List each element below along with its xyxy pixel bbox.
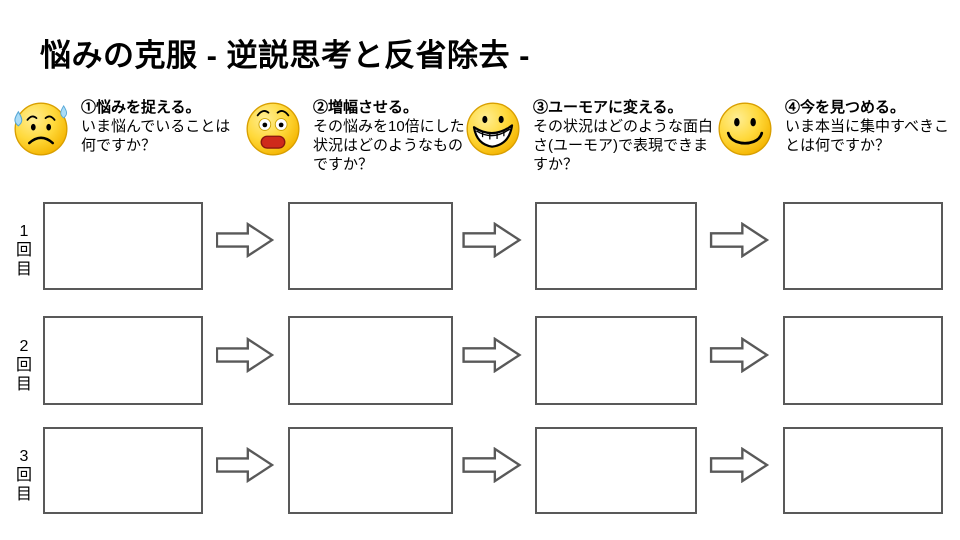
- worksheet-cell[interactable]: [783, 316, 943, 405]
- step-heading: ③ユーモアに変える。: [533, 99, 683, 116]
- step-header-1: ①悩みを捉える。 いま悩んでいることは何ですか？: [12, 98, 239, 158]
- step-body: いま本当に集中すべきことは何ですか？: [785, 118, 949, 154]
- step-heading: ④今を見つめる。: [785, 99, 906, 116]
- right-arrow-icon: [709, 447, 770, 483]
- right-arrow-icon: [709, 222, 770, 258]
- grinning-face-emoji-icon: [466, 102, 520, 156]
- worksheet-cell[interactable]: [288, 202, 453, 290]
- step-header-4: ④今を見つめる。 いま本当に集中すべきことは何ですか？: [716, 98, 959, 158]
- row-label-3: 3回目: [15, 448, 32, 503]
- worksheet-cell[interactable]: [783, 427, 943, 514]
- worried-face-sweat-emoji-icon: [14, 102, 68, 156]
- worksheet-cell[interactable]: [43, 202, 203, 290]
- worksheet-cell[interactable]: [535, 316, 697, 405]
- step-body: いま悩んでいることは何ですか？: [81, 118, 231, 154]
- right-arrow-icon: [462, 447, 522, 483]
- row-label-1: 1回目: [15, 223, 32, 278]
- page-title: 悩みの克服 - 逆説思考と反省除去 -: [40, 38, 530, 73]
- astonished-face-emoji-icon: [246, 102, 300, 156]
- worksheet-cell[interactable]: [535, 427, 697, 514]
- worksheet-cell[interactable]: [43, 427, 203, 514]
- smiling-face-emoji-icon: [718, 102, 772, 156]
- step-body: その悩みを10倍にした状況はどのようなものですか？: [313, 118, 465, 173]
- right-arrow-icon: [216, 222, 274, 258]
- worksheet-cell[interactable]: [288, 427, 453, 514]
- row-label-2: 2回目: [15, 338, 32, 393]
- right-arrow-icon: [216, 337, 274, 373]
- worksheet-cell[interactable]: [288, 316, 453, 405]
- step-header-2: ②増幅させる。 その悩みを10倍にした状況はどのようなものですか？: [244, 98, 467, 174]
- worksheet-cell[interactable]: [43, 316, 203, 405]
- step-body: その状況はどのような面白さ(ユーモア)で表現できますか？: [533, 118, 714, 173]
- right-arrow-icon: [216, 447, 274, 483]
- step-heading: ①悩みを捉える。: [81, 99, 201, 116]
- step-heading: ②増幅させる。: [313, 99, 419, 116]
- right-arrow-icon: [462, 222, 522, 258]
- worksheet-cell[interactable]: [535, 202, 697, 290]
- right-arrow-icon: [709, 337, 770, 373]
- step-header-3: ③ユーモアに変える。 その状況はどのような面白さ(ユーモア)で表現できますか？: [464, 98, 715, 174]
- right-arrow-icon: [462, 337, 522, 373]
- worksheet-cell[interactable]: [783, 202, 943, 290]
